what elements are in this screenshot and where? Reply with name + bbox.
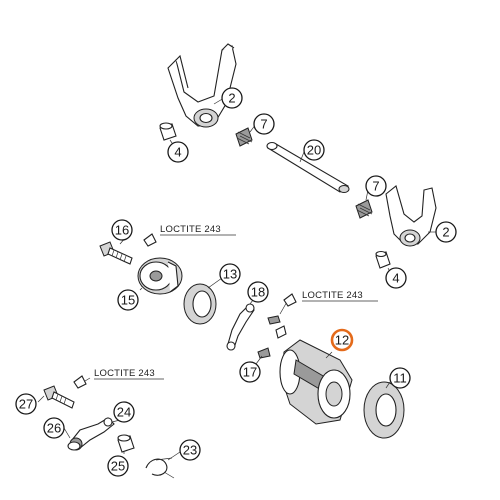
shift-rail bbox=[266, 141, 350, 193]
shift-drum-locator bbox=[137, 257, 183, 295]
callout-2-top: 2 bbox=[221, 87, 243, 109]
loctite-label: LOCTITE 243 bbox=[94, 368, 155, 379]
svg-text:24: 24 bbox=[117, 405, 131, 420]
callout-7-top: 7 bbox=[253, 113, 275, 135]
callout-12-highlighted: 12 bbox=[330, 328, 354, 352]
bolt-27 bbox=[43, 385, 75, 409]
svg-text:23: 23 bbox=[183, 443, 197, 458]
callout-26: 26 bbox=[43, 417, 65, 439]
svg-text:27: 27 bbox=[19, 397, 33, 412]
spring-top bbox=[235, 127, 253, 147]
svg-text:2: 2 bbox=[228, 91, 235, 106]
svg-text:4: 4 bbox=[174, 145, 181, 160]
svg-text:20: 20 bbox=[307, 143, 321, 158]
callout-4-right: 4 bbox=[385, 267, 407, 289]
shift-fork-top bbox=[167, 43, 237, 128]
callout-2-right: 2 bbox=[435, 221, 457, 243]
loctite-note-3: LOCTITE 243 bbox=[73, 368, 164, 389]
shift-lever-18 bbox=[226, 303, 255, 351]
bush-24 bbox=[117, 434, 135, 453]
svg-text:26: 26 bbox=[47, 421, 61, 436]
callout-4-top: 4 bbox=[167, 141, 189, 163]
loctite-note-1: LOCTITE 243 bbox=[143, 224, 236, 247]
callout-18: 18 bbox=[247, 281, 269, 303]
loctite-label: LOCTITE 243 bbox=[302, 290, 363, 301]
callout-16: 16 bbox=[111, 219, 133, 241]
screws-18 bbox=[257, 315, 287, 359]
callout-24: 24 bbox=[113, 401, 135, 423]
callout-13: 13 bbox=[219, 263, 241, 285]
svg-text:15: 15 bbox=[121, 293, 135, 308]
svg-text:13: 13 bbox=[223, 267, 237, 282]
callout-27: 27 bbox=[15, 393, 37, 415]
callout-17: 17 bbox=[239, 361, 261, 383]
spring-23 bbox=[145, 457, 175, 479]
callout-20: 20 bbox=[303, 139, 325, 161]
svg-text:16: 16 bbox=[115, 223, 129, 238]
pin-top bbox=[159, 122, 177, 141]
svg-text:18: 18 bbox=[251, 285, 265, 300]
callout-11: 11 bbox=[389, 367, 411, 389]
loctite-drop-icon bbox=[283, 293, 297, 307]
callout-23: 23 bbox=[179, 439, 201, 461]
callout-15: 15 bbox=[117, 289, 139, 311]
loctite-label: LOCTITE 243 bbox=[160, 224, 221, 235]
loctite-note-2: LOCTITE 243 bbox=[283, 290, 378, 307]
svg-text:11: 11 bbox=[393, 371, 407, 386]
spring-right bbox=[355, 199, 373, 219]
loctite-drop-icon bbox=[143, 233, 157, 247]
washer-26 bbox=[67, 441, 81, 451]
svg-text:2: 2 bbox=[442, 225, 449, 240]
callout-25: 25 bbox=[107, 455, 129, 477]
callout-7-right: 7 bbox=[365, 175, 387, 197]
svg-text:17: 17 bbox=[243, 365, 257, 380]
loctite-drop-icon bbox=[73, 375, 87, 389]
svg-text:12: 12 bbox=[335, 333, 349, 348]
shift-fork-right bbox=[385, 185, 437, 247]
shift-drum bbox=[279, 339, 353, 425]
pin-right bbox=[375, 250, 391, 269]
svg-text:4: 4 bbox=[392, 271, 399, 286]
svg-text:25: 25 bbox=[111, 459, 125, 474]
bearing-ring-13 bbox=[183, 283, 217, 325]
bearing-11 bbox=[363, 381, 405, 439]
bolt-16 bbox=[99, 241, 133, 265]
svg-text:7: 7 bbox=[260, 117, 267, 132]
svg-text:7: 7 bbox=[372, 179, 379, 194]
